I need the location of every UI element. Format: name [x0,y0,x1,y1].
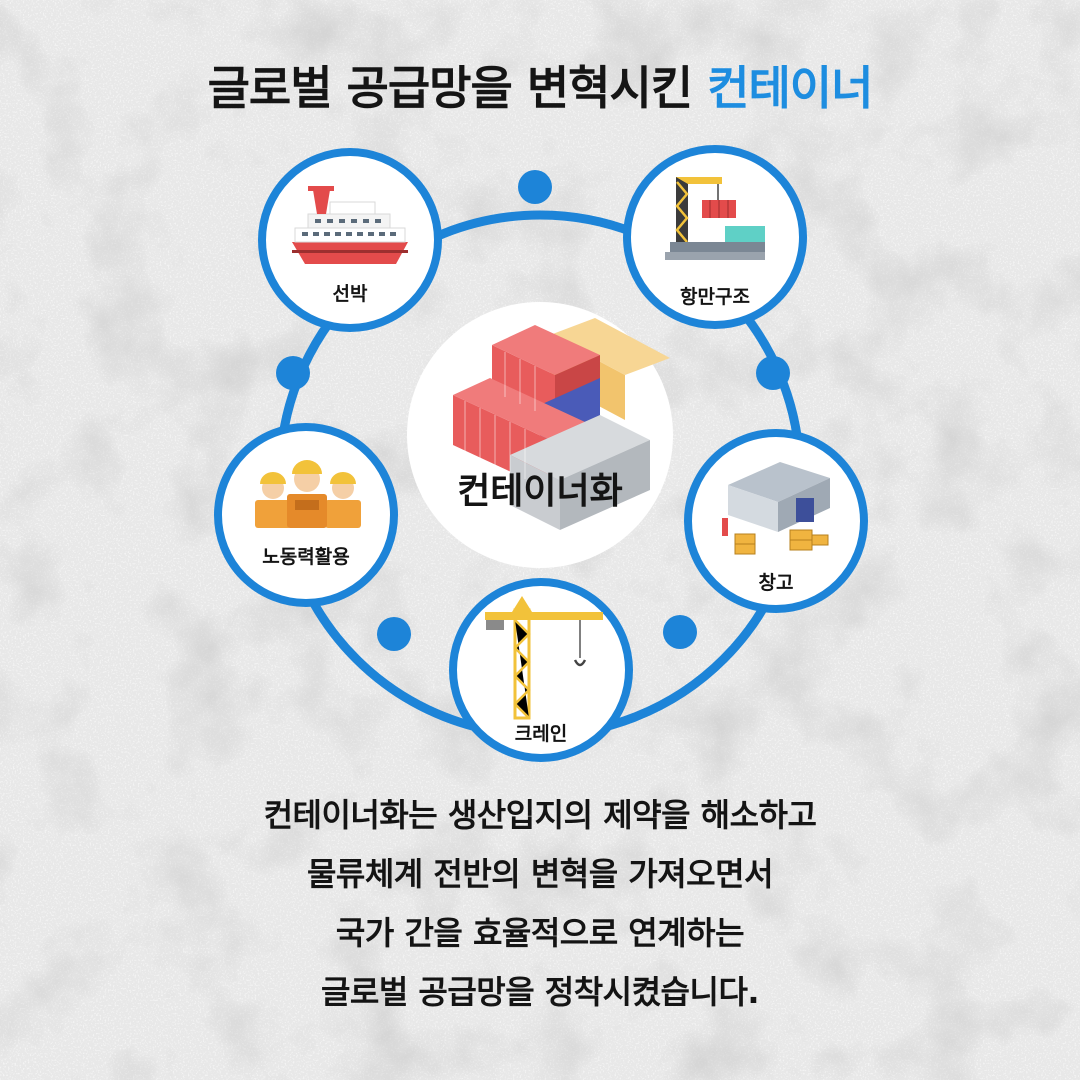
ring-dot [518,170,552,204]
page-title: 글로벌 공급망을 변혁시킨 컨테이너 [0,52,1080,118]
stacked-containers-icon [453,318,670,530]
description-line: 컨테이너화는 생산입지의 제약을 해소하고 [263,796,817,834]
tower-crane-icon [485,596,603,720]
title-main: 글로벌 공급망을 변혁시킨 [207,61,694,115]
description-line: 국가 간을 효율적으로 연계하는 [335,914,745,952]
node-label-port: 항만구조 [680,286,750,308]
ring-dot [377,617,411,651]
node-port: 항만구조 [623,145,807,329]
description-line: 글로벌 공급망을 정착시켰습니다. [320,973,760,1011]
title-accent: 컨테이너 [707,61,873,115]
center-label: 컨테이너화 [457,471,623,512]
node-labor: 노동력활용 [214,423,398,607]
node-warehouse: 창고 [684,429,868,613]
node-label-crane: 크레인 [515,723,567,745]
description-text: 컨테이너화는 생산입지의 제약을 해소하고 물류체계 전반의 변혁을 가져오면서… [0,786,1080,1022]
node-label-labor: 노동력활용 [262,546,349,568]
warehouse-icon [722,462,830,555]
description-line: 물류체계 전반의 변혁을 가져오면서 [306,855,774,893]
port-crane-ship-icon [665,177,765,260]
node-ship: 선박 [258,148,442,332]
ring-dot [663,615,697,649]
ring-dot [756,356,790,390]
node-label-ship: 선박 [333,283,368,305]
ring-dot [276,356,310,390]
node-crane: 크레인 [449,578,633,762]
ship-icon [292,186,408,264]
workers-icon [255,460,361,528]
node-label-warehouse: 창고 [759,572,794,594]
